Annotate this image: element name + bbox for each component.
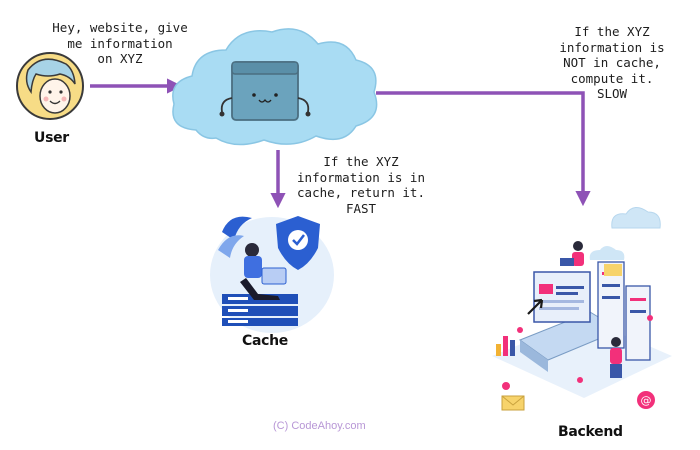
cache-hit-annotation: If the XYZ information is in cache, retu… — [297, 154, 425, 216]
arrow-website-to-backend — [376, 91, 591, 207]
credit-text: (C) CodeAhoy.com — [273, 420, 366, 432]
user-label: User — [34, 130, 69, 146]
svg-text:@: @ — [641, 394, 652, 407]
user-avatar-icon — [16, 52, 84, 120]
cache-miss-annotation: If the XYZ information is NOT in cache, … — [559, 24, 665, 101]
website-cloud-icon — [172, 28, 378, 146]
cache-server-illustration — [210, 216, 334, 333]
request-annotation: Hey, website, give me information on XYZ — [52, 20, 188, 66]
backend-datacenter-illustration: @ — [492, 207, 672, 411]
cache-label: Cache — [242, 333, 288, 349]
backend-label: Backend — [558, 424, 623, 440]
